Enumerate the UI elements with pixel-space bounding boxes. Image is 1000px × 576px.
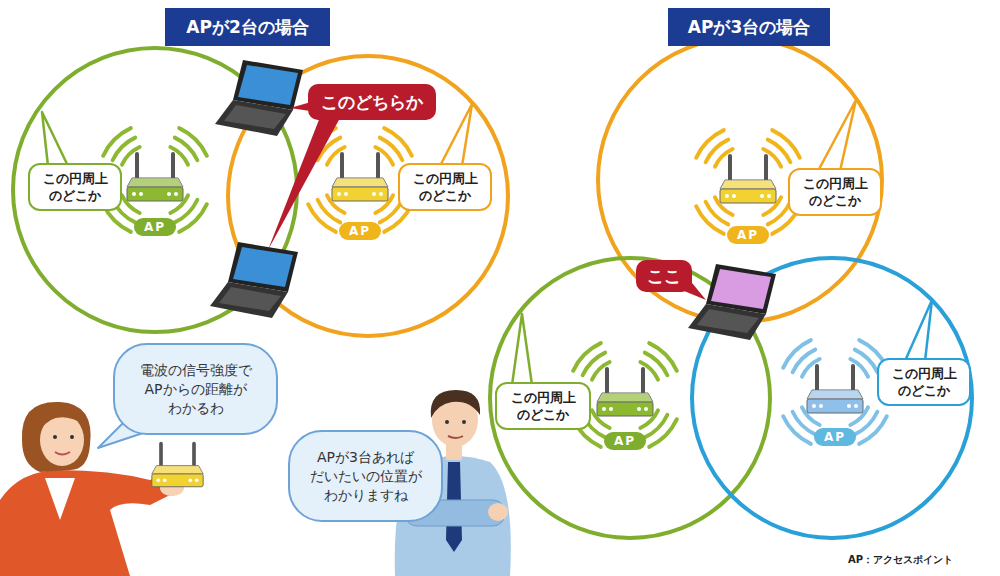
woman-figure-part bbox=[53, 435, 57, 439]
man-figure-part bbox=[448, 436, 463, 438]
laptop-icon-part bbox=[688, 264, 776, 340]
node-text: APが2台の場合 bbox=[186, 16, 308, 39]
node-text: この円周上 のどこか bbox=[403, 170, 487, 204]
woman-figure-part bbox=[55, 452, 70, 455]
router-icon-part bbox=[807, 366, 863, 413]
legend-note: AP：アクセスポイント bbox=[848, 553, 953, 567]
router-icon-part bbox=[332, 154, 388, 201]
node-text: この円周上 のどこか bbox=[793, 175, 877, 209]
speech-bubble: APが3台あれば だいたいの位置が わかりますね bbox=[288, 430, 443, 522]
range-callout: この円周上 のどこか bbox=[495, 382, 591, 430]
woman-figure-part bbox=[152, 444, 203, 487]
node-text: AP bbox=[144, 220, 166, 234]
ap-badge: AP bbox=[339, 222, 381, 240]
laptop-icon bbox=[210, 60, 776, 340]
ap-badge: AP bbox=[604, 432, 646, 450]
ap-badge: AP bbox=[134, 218, 176, 236]
panel-heading: APが3台の場合 bbox=[668, 8, 830, 46]
callout-tail-part bbox=[905, 300, 932, 361]
ap-badge: AP bbox=[814, 428, 856, 446]
answer-callout: ここ bbox=[636, 260, 692, 292]
pointer-wedge bbox=[268, 100, 706, 300]
callout-tail-part bbox=[440, 104, 472, 166]
callout-tail-part bbox=[512, 314, 532, 385]
node-text: AP bbox=[737, 228, 759, 242]
node-text: この円周上 のどこか bbox=[882, 365, 966, 399]
node-text: ここ bbox=[647, 265, 681, 288]
node-text: APが3台あれば だいたいの位置が わかりますね bbox=[300, 448, 431, 505]
answer-callout: このどちらか bbox=[308, 84, 436, 120]
router-icon-part bbox=[127, 154, 183, 201]
woman-figure-part bbox=[22, 402, 91, 472]
callout-tail-part bbox=[42, 112, 68, 166]
man-figure-part bbox=[488, 503, 508, 521]
range-circles bbox=[13, 38, 972, 538]
range-callout: この円周上 のどこか bbox=[28, 163, 122, 211]
node-text: AP bbox=[349, 224, 371, 238]
node-text: この円周上 のどこか bbox=[500, 389, 586, 423]
panel-heading: APが2台の場合 bbox=[165, 8, 330, 46]
range-callout: この円周上 のどこか bbox=[398, 163, 492, 211]
pointer-wedge-part bbox=[268, 112, 340, 250]
woman-figure-part bbox=[40, 410, 84, 430]
node-text: この円周上 のどこか bbox=[33, 170, 117, 204]
man-figure-part bbox=[462, 420, 466, 424]
ap-badge: AP bbox=[727, 226, 769, 244]
woman-figure-part bbox=[45, 478, 75, 520]
node-text: 電波の信号強度で APからの距離が わかるわ bbox=[125, 361, 266, 418]
node-text: AP bbox=[824, 430, 846, 444]
man-figure-part bbox=[445, 420, 449, 424]
node-text: このどちらか bbox=[321, 91, 423, 114]
callout-tail-part bbox=[818, 100, 856, 171]
node-text: AP bbox=[614, 434, 636, 448]
woman-figure-part bbox=[70, 435, 74, 439]
router-icon-part bbox=[597, 369, 653, 416]
radio-waves bbox=[103, 128, 887, 447]
router-icon-part bbox=[720, 156, 776, 203]
laptop-icon-part bbox=[210, 242, 298, 318]
node-text: APが3台の場合 bbox=[688, 16, 810, 39]
laptop-icon-part bbox=[215, 60, 303, 136]
radio-waves-part bbox=[696, 130, 800, 234]
man-figure-part bbox=[431, 390, 480, 418]
speech-bubble: 電波の信号強度で APからの距離が わかるわ bbox=[113, 343, 278, 435]
range-callout: この円周上 のどこか bbox=[788, 168, 882, 216]
range-callout: この円周上 のどこか bbox=[877, 358, 971, 406]
